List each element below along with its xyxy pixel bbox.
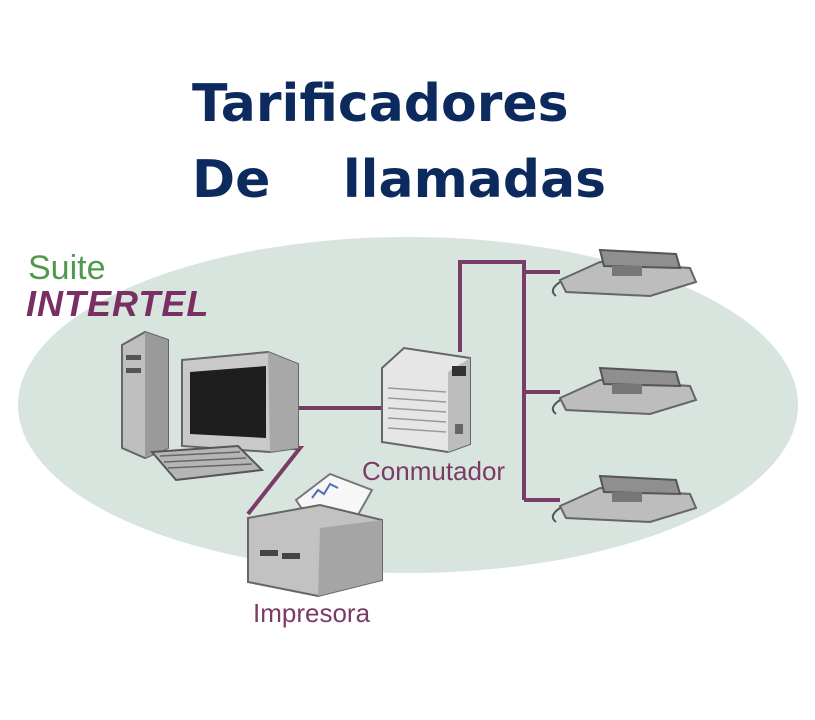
logo-intertel-text: INTERTEL bbox=[26, 283, 210, 324]
phone-icon bbox=[551, 248, 698, 298]
switch-icon bbox=[381, 346, 471, 454]
printer-label: Impresora bbox=[253, 598, 371, 628]
title-line-2: De llamadas bbox=[192, 150, 607, 210]
wires bbox=[246, 260, 560, 516]
phone-icon bbox=[551, 474, 698, 524]
phone-icon bbox=[551, 366, 698, 416]
computer-icon bbox=[121, 330, 299, 482]
logo-suite-text: Suite bbox=[28, 249, 106, 287]
title-line-1: Tarificadores bbox=[192, 74, 569, 134]
printer-icon bbox=[247, 472, 383, 598]
wire-backbone bbox=[458, 260, 526, 500]
switch-label: Conmutador bbox=[362, 456, 506, 486]
